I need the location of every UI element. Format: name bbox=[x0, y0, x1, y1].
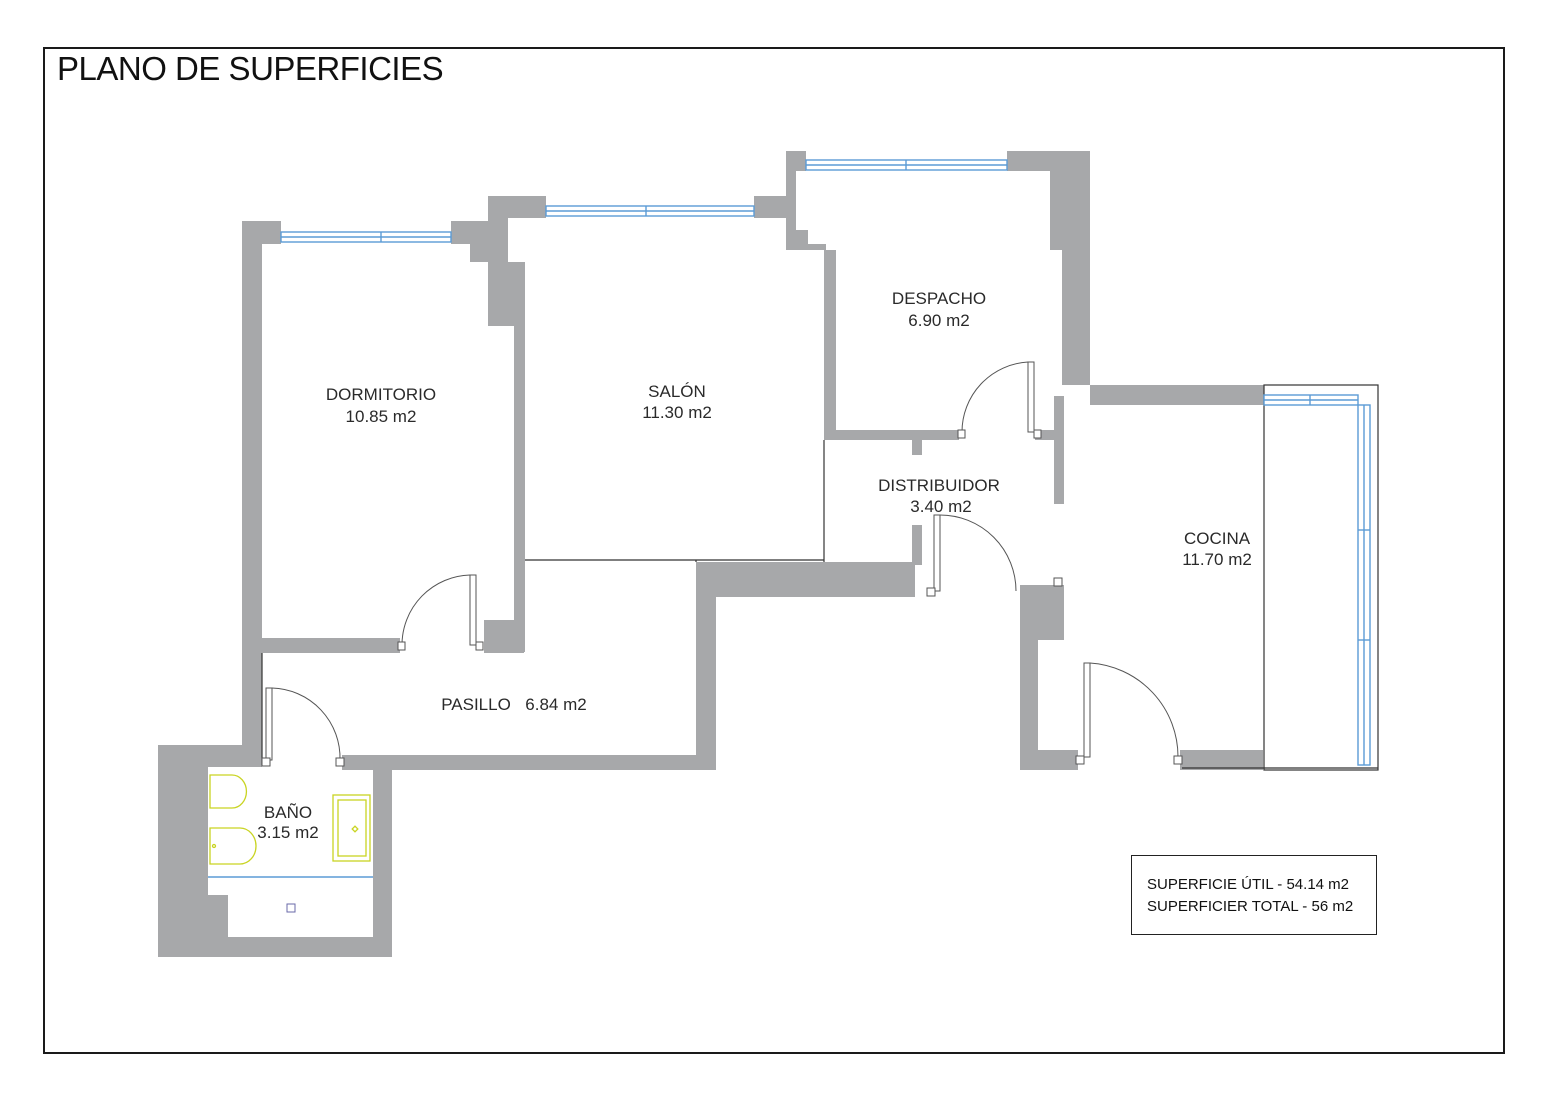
door-jamb bbox=[1173, 755, 1183, 765]
room-area-despacho: 6.90 m2 bbox=[908, 311, 969, 330]
door-jamb bbox=[397, 641, 406, 651]
total-area-text: SUPERFICIER TOTAL - 56 m2 bbox=[1147, 898, 1354, 915]
room-name-distribuidor: DISTRIBUIDOR bbox=[878, 476, 1000, 495]
door-swing bbox=[939, 514, 1017, 592]
wall-segment bbox=[754, 196, 786, 218]
wall-segment bbox=[484, 620, 524, 653]
sink-icon bbox=[332, 794, 371, 862]
wall-segment bbox=[1054, 396, 1064, 504]
wall-segment bbox=[824, 250, 836, 440]
wall-segment bbox=[262, 638, 400, 653]
wall-segment bbox=[912, 525, 922, 565]
bathroom-fixtures bbox=[209, 774, 371, 865]
room-name-dormitorio: DORMITORIO bbox=[326, 385, 436, 404]
sink-drain-icon bbox=[351, 825, 359, 833]
room-name-bano: BAÑO bbox=[264, 803, 312, 822]
door-leaf bbox=[933, 514, 941, 592]
toilet-flush-icon bbox=[211, 843, 217, 849]
door-leaf bbox=[1083, 662, 1091, 758]
wall-segment bbox=[242, 653, 262, 748]
wall-segment bbox=[1035, 430, 1062, 440]
door-jamb bbox=[1053, 577, 1063, 587]
wall-segment bbox=[488, 196, 508, 326]
bidet-icon bbox=[209, 774, 248, 809]
wall-segment bbox=[208, 895, 228, 957]
room-name-cocina: COCINA bbox=[1184, 529, 1251, 548]
wall-segment bbox=[912, 440, 922, 455]
door-jamb bbox=[335, 757, 345, 767]
door-swing bbox=[961, 361, 1029, 433]
wall-segment bbox=[342, 755, 716, 770]
wall-segment bbox=[158, 767, 208, 957]
door-leaf bbox=[265, 687, 273, 761]
kitchen-outline bbox=[1263, 384, 1379, 771]
windows bbox=[208, 159, 1371, 878]
wall-segment bbox=[696, 562, 915, 770]
room-area-distribuidor: 3.40 m2 bbox=[910, 497, 971, 516]
wall-segment bbox=[1062, 250, 1070, 385]
door-jamb bbox=[957, 429, 966, 439]
door-jamb bbox=[475, 641, 484, 651]
door-swing bbox=[271, 687, 341, 761]
door-swing bbox=[401, 574, 471, 646]
door-swing bbox=[1089, 662, 1179, 758]
room-area-cocina: 11.70 m2 bbox=[1182, 550, 1252, 569]
wall-segment bbox=[786, 151, 826, 250]
door-leaf bbox=[1027, 361, 1035, 433]
room-name-pasillo: PASILLO bbox=[441, 695, 511, 714]
door-jamb bbox=[261, 757, 271, 767]
room-name-despacho: DESPACHO bbox=[892, 289, 986, 308]
room-area-dormitorio: 10.85 m2 bbox=[346, 407, 417, 426]
drawing-frame bbox=[43, 47, 1505, 1054]
shower-drain-icon bbox=[286, 903, 296, 913]
wall-segment bbox=[1020, 585, 1064, 640]
area-summary-box: SUPERFICIE ÚTIL - 54.14 m2 SUPERFICIER T… bbox=[1131, 855, 1377, 935]
room-area-bano: 3.15 m2 bbox=[257, 823, 318, 842]
door-jamb bbox=[1033, 429, 1042, 439]
wall-segment bbox=[1180, 750, 1263, 770]
door-leaf bbox=[469, 574, 477, 646]
wall-segment bbox=[242, 221, 281, 262]
wall-segment bbox=[228, 937, 392, 957]
wall-segment bbox=[158, 745, 262, 767]
wall-segment bbox=[1020, 640, 1038, 770]
room-area-salon: 11.30 m2 bbox=[642, 403, 712, 422]
wall-segment bbox=[508, 196, 546, 218]
room-name-salon: SALÓN bbox=[648, 382, 706, 401]
page-title: PLANO DE SUPERFICIES bbox=[57, 50, 444, 87]
door-jamb bbox=[926, 587, 936, 597]
doors bbox=[261, 361, 1183, 767]
wall-segment bbox=[451, 221, 488, 262]
wall-segment bbox=[836, 430, 959, 440]
wall-segment bbox=[373, 767, 392, 957]
walls bbox=[158, 151, 1264, 957]
wall-segment bbox=[514, 326, 525, 652]
useful-area-text: SUPERFICIE ÚTIL - 54.14 m2 bbox=[1147, 876, 1350, 893]
room-labels: DORMITORIO 10.85 m2 SALÓN 11.30 m2 DESPA… bbox=[257, 289, 1252, 842]
door-jamb bbox=[1075, 755, 1085, 765]
interior-lines bbox=[261, 384, 1379, 771]
wall-segment bbox=[1007, 151, 1090, 385]
toilet-icon bbox=[209, 827, 257, 865]
wall-segment bbox=[1038, 750, 1078, 770]
wall-segment bbox=[242, 262, 262, 658]
wall-segment bbox=[1090, 385, 1264, 405]
wall-segment bbox=[508, 262, 525, 326]
sink-basin bbox=[337, 799, 367, 857]
room-area-pasillo: 6.84 m2 bbox=[525, 695, 586, 714]
